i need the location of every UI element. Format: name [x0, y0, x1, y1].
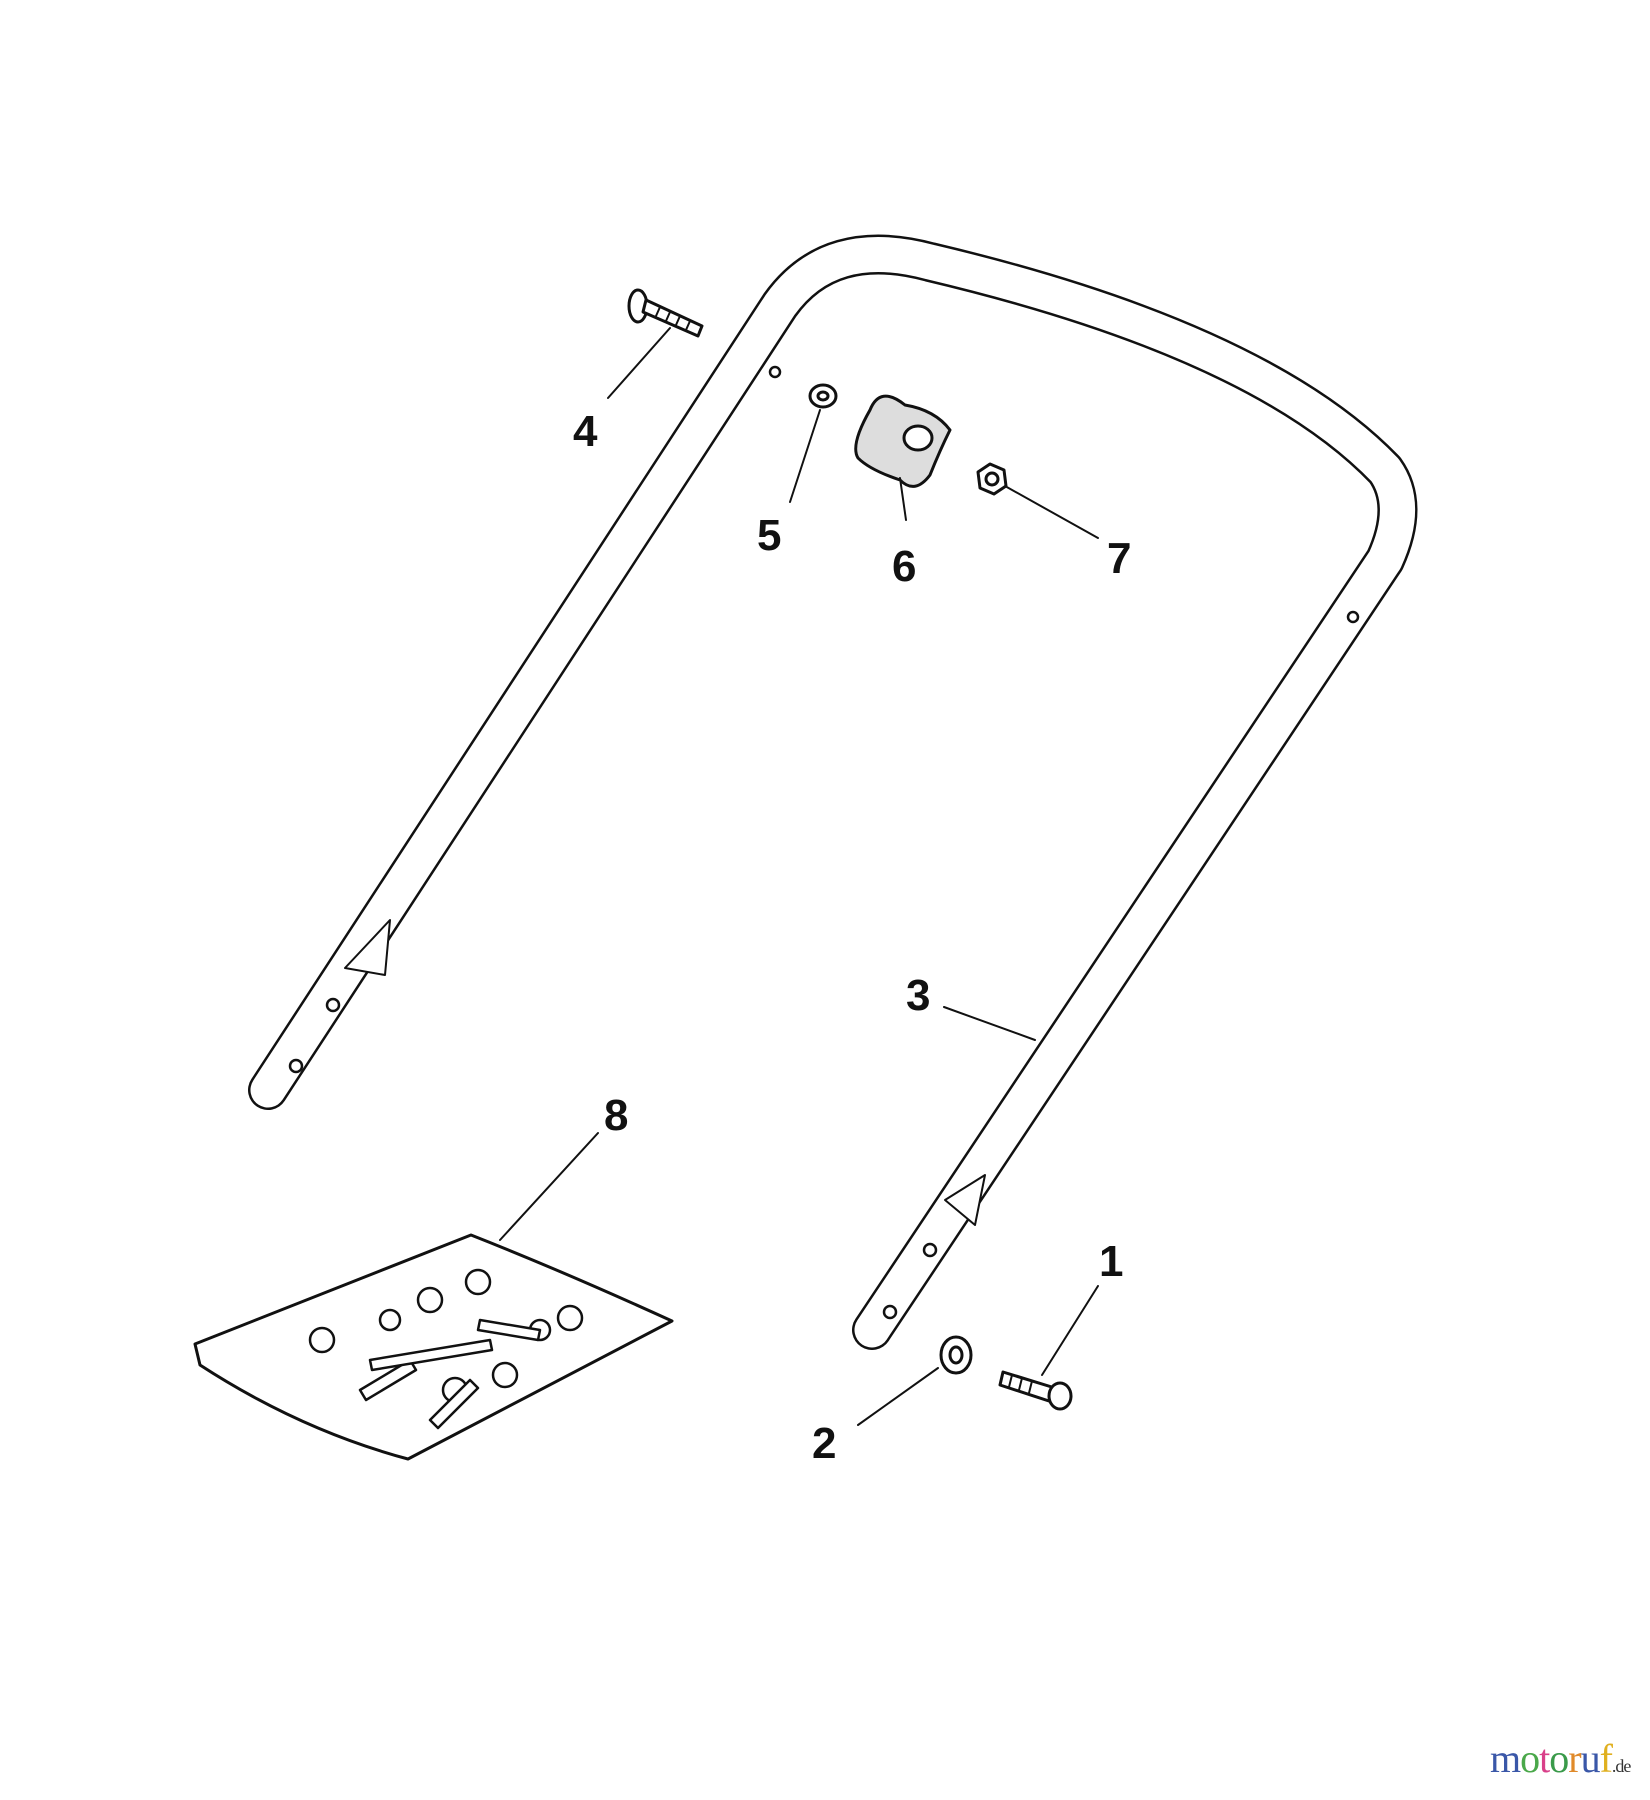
logo-suffix: .de: [1611, 1756, 1631, 1776]
leader-lines: [499, 327, 1099, 1426]
logo-letter: t: [1539, 1736, 1550, 1781]
bolt-icon: [998, 1370, 1073, 1411]
part-number-6: 6: [892, 542, 916, 591]
part-number-4: 4: [573, 407, 598, 456]
logo-letter: m: [1490, 1736, 1521, 1781]
nut-icon: [976, 462, 1008, 496]
logo-letter: f: [1599, 1736, 1613, 1781]
part-number-8: 8: [604, 1091, 628, 1140]
part-numbers: 1 2 3 4 5 6 7 8: [573, 407, 1131, 1468]
handle-bar-icon: [248, 234, 1418, 1350]
logo-letter: o: [1549, 1736, 1569, 1781]
motoruf-logo: motoruf.de: [1490, 1735, 1631, 1782]
part-number-3: 3: [906, 971, 930, 1020]
part-number-1: 1: [1099, 1237, 1123, 1286]
logo-letter: o: [1520, 1736, 1540, 1781]
carriage-bolt-icon: [627, 288, 704, 338]
knob-icon: [854, 394, 952, 488]
part-number-2: 2: [812, 1419, 836, 1468]
washer-icon: [808, 383, 838, 409]
washer-icon: [939, 1335, 973, 1375]
logo-letter: r: [1568, 1736, 1581, 1781]
part-number-7: 7: [1107, 534, 1131, 583]
hardware-bag-icon: [193, 1233, 674, 1461]
part-number-5: 5: [757, 511, 781, 560]
logo-letter: u: [1580, 1736, 1601, 1781]
